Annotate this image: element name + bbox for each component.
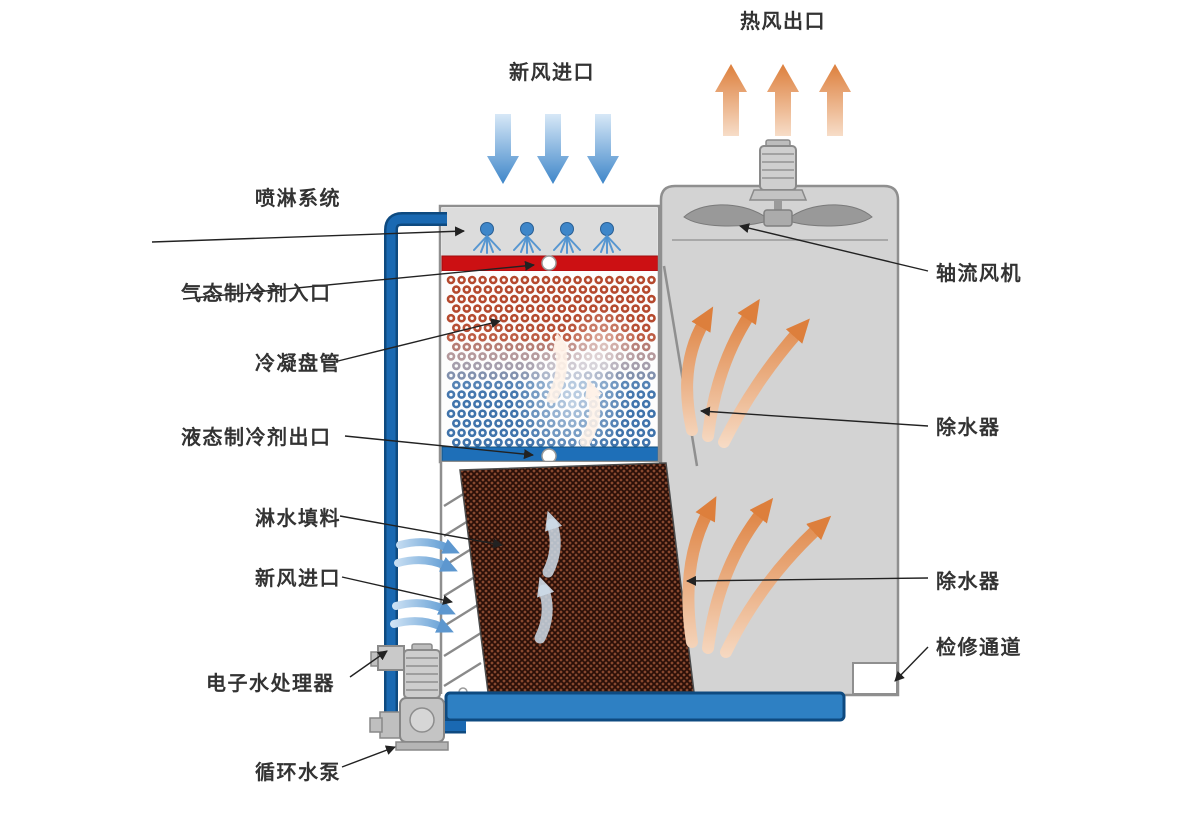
label-drift-eliminator-upper: 除水器 [936,417,1001,439]
fill-section [439,462,695,697]
cross-fitting-stub [369,717,383,733]
air-flow-hint-coil-1 [546,332,570,404]
label-electronic-water-processor: 电子水处理器 [206,673,335,695]
fan-shaft [774,200,782,212]
pump-eye [409,707,435,733]
circulation-pipe-outline [384,212,447,718]
leader-eliminator-upper [700,406,929,427]
label-hot-air-outlet: 热风出口 [740,11,826,33]
water-basin [444,691,846,722]
label-circulating-water-pump: 循环水泵 [255,762,341,784]
leader-liquid-outlet [344,435,534,460]
fan-motor [759,145,797,191]
spray-header-band [442,208,657,256]
fan-motor-fins [762,153,794,179]
leader-gas-inlet [182,260,535,300]
circulation-pipe [386,214,447,718]
condenser-section [438,204,661,464]
air-flow-hint-fill-1 [542,510,563,578]
leader-coil [337,318,501,362]
label-spray-system: 喷淋系统 [255,188,341,210]
leader-fresh-air-side [341,576,453,605]
leader-eliminator-lower [686,575,929,586]
hot-air-flow-lower [682,496,832,658]
pump-base [395,741,449,751]
axial-fan-assembly [683,139,873,227]
fan-blade-right [791,204,873,227]
hot-air-outlet-arrows [715,64,851,136]
fresh-air-inlet-arrows-side [390,538,460,633]
air-flow-hint-coil-2 [579,378,603,448]
label-spray-fill: 淋水填料 [255,508,341,530]
pump-motor-fins [406,657,438,691]
spray-nozzles [473,222,621,254]
label-gas-refrigerant-inlet: 气态制冷剂入口 [181,283,332,305]
leader-axial-fan [739,223,929,272]
fresh-air-inlet-arrows-top [487,114,619,184]
label-liquid-refrigerant-outlet: 液态制冷剂出口 [181,427,332,449]
spray-fill-media [459,462,695,693]
leader-lines [151,223,929,768]
label-axial-fan: 轴流风机 [936,263,1022,285]
tower-body [659,184,900,697]
hot-air-flow-upper [681,298,810,448]
service-access-opening [852,662,898,695]
electronic-water-processor-body [377,645,405,671]
circulation-loop [369,212,466,751]
label-service-access: 检修通道 [936,637,1022,659]
label-fresh-air-inlet-side: 新风进口 [255,568,341,590]
tower-shell [659,184,900,697]
leader-water-processor [349,650,388,678]
air-flow-hint-fill-2 [534,576,555,644]
fan-motor-mount [748,189,808,201]
leader-pump [341,745,396,768]
pipe-cross-fitting [379,711,403,739]
leader-spray-system [151,226,465,243]
leader-service-access [894,646,929,682]
gas-inlet-connection [541,255,557,271]
leader-fill [339,515,503,549]
label-fresh-air-inlet-top: 新风进口 [509,62,595,84]
label-condensing-coil: 冷凝盘管 [255,353,341,375]
label-drift-eliminator-lower: 除水器 [936,571,1001,593]
fan-hub [763,209,793,227]
